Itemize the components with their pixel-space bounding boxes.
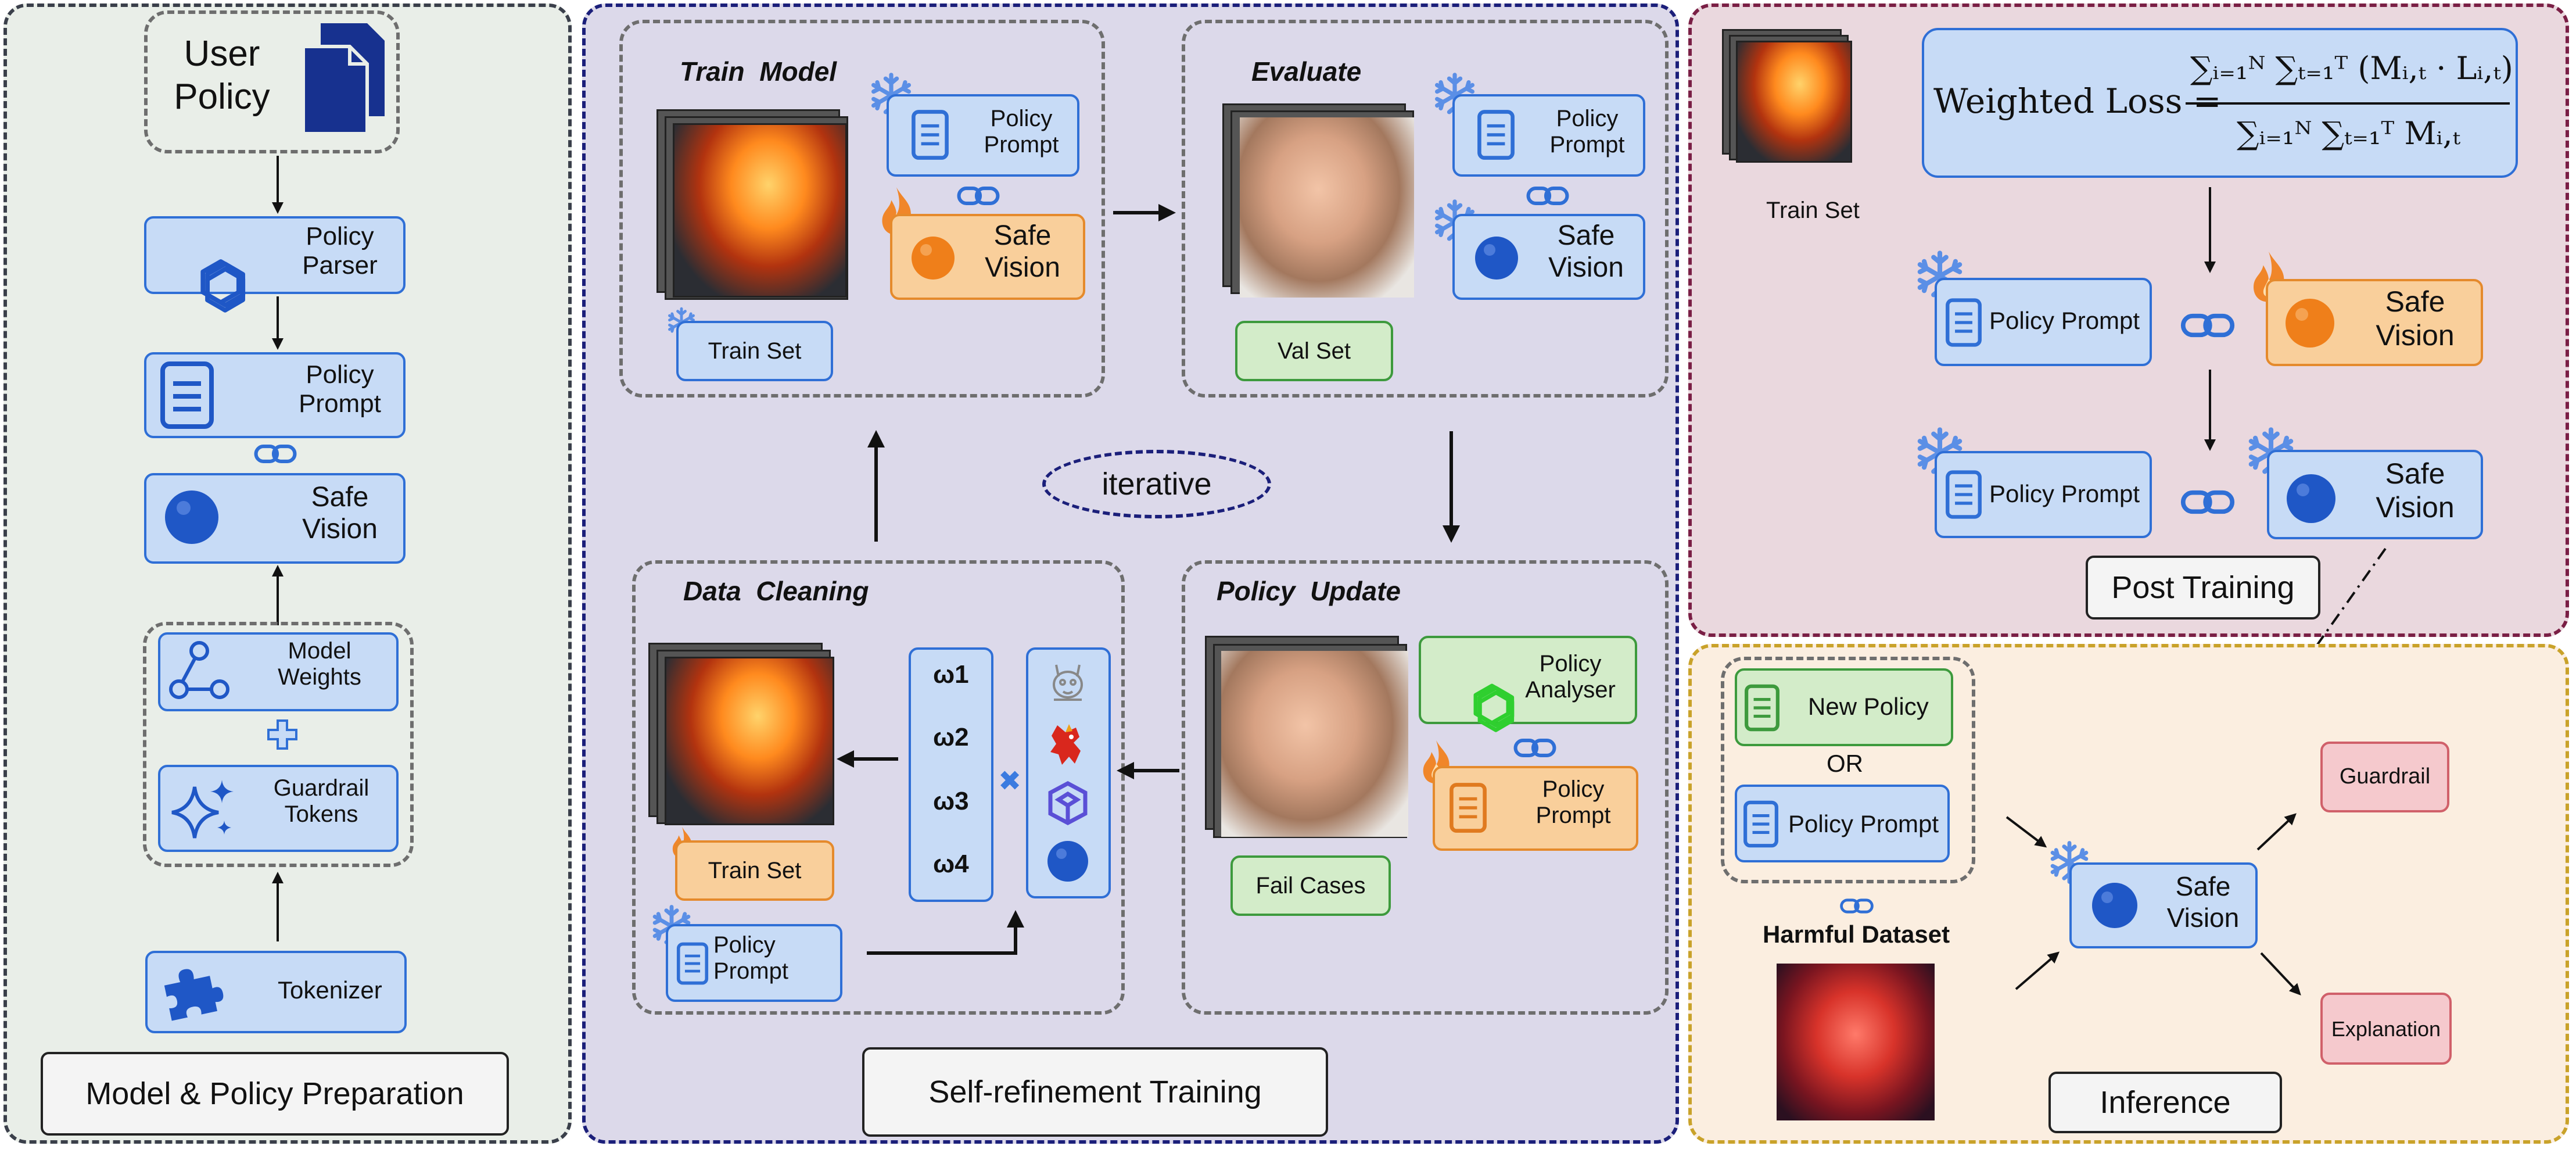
eval-policy-prompt-box <box>1452 94 1645 177</box>
user-policy-label: User Policy <box>174 34 270 117</box>
clean-fire-image <box>665 657 834 825</box>
train-model-title: Train Model <box>680 56 837 87</box>
policy-parser-label: Policy Parser <box>302 222 378 280</box>
post-policy-prompt-label-1: Policy Prompt <box>1989 307 2140 334</box>
post-training-label: Post Training <box>2086 556 2320 620</box>
policy-choice-container <box>1721 657 1975 883</box>
document-stack-icon <box>302 23 385 135</box>
train-fire-image <box>673 123 847 298</box>
prep-panel-label: Model & Policy Preparation <box>41 1052 509 1136</box>
evaluate-container <box>1182 20 1669 398</box>
weight-2: ω2 <box>933 723 969 751</box>
infer-policy-prompt-box <box>1735 785 1950 862</box>
iterative-label: iterative <box>1102 467 1212 502</box>
weight-1: ω1 <box>933 660 969 689</box>
train-policy-prompt-label: Policy Prompt <box>984 106 1059 157</box>
prep-policy-prompt-label: Policy Prompt <box>299 360 381 418</box>
guardrail-label: Guardrail <box>2339 764 2431 789</box>
policy-update-title: Policy Update <box>1217 576 1401 606</box>
val-set-box: Val Set <box>1235 321 1393 381</box>
post-train-set-label: Train Set <box>1766 198 1860 223</box>
sphere-icon <box>912 237 955 280</box>
infer-policy-prompt-label: Policy Prompt <box>1788 810 1939 837</box>
explanation-box: Explanation <box>2320 993 2452 1065</box>
evaluate-title: Evaluate <box>1251 56 1362 87</box>
train-model-container <box>619 20 1105 398</box>
model-weights-label: Model Weights <box>278 638 361 690</box>
plus-icon <box>267 719 297 750</box>
harmful-dataset-label: Harmful Dataset <box>1763 921 1950 948</box>
sparkles-icon <box>171 780 234 839</box>
train-set-box: Train Set <box>676 321 833 381</box>
sphere-icon <box>2286 299 2334 348</box>
inference-label: Inference <box>2048 1072 2282 1133</box>
iterative-ellipse: iterative <box>1042 450 1271 518</box>
user-policy-container <box>144 10 400 153</box>
model-weights-box <box>158 632 399 711</box>
multiply-icon: ✖ <box>998 766 1022 797</box>
post-fire-image <box>1736 41 1852 163</box>
hexagon-logo-icon <box>1048 781 1088 825</box>
guardrail-tokens-box <box>158 765 399 852</box>
eval-policy-prompt-label: Policy Prompt <box>1549 106 1625 157</box>
weights-column <box>909 647 993 902</box>
train-set-label: Train Set <box>708 338 802 364</box>
weighted-loss-lhs: Weighted Loss = <box>1933 81 2222 121</box>
guardrail-tokens-label: Guardrail Tokens <box>273 775 369 827</box>
post-policy-prompt-label-2: Policy Prompt <box>1989 480 2140 507</box>
eval-blurred-image <box>1240 117 1414 298</box>
prep-safe-vision-label: Safe Vision <box>302 482 378 545</box>
fraction-bar <box>2186 102 2510 105</box>
sphere-icon <box>1047 841 1088 882</box>
puzzle-icon <box>164 969 224 1021</box>
train-policy-prompt-box <box>887 94 1079 177</box>
val-set-label: Val Set <box>1278 338 1351 364</box>
weighted-loss-denominator: ∑ᵢ₌₁ᴺ ∑ₜ₌₁ᵀ Mᵢ,ₜ <box>2237 115 2460 152</box>
policy-analyser-label: Policy Analyser <box>1525 651 1616 703</box>
sphere-icon <box>2287 474 2335 523</box>
clean-train-set-label: Train Set <box>708 858 802 883</box>
train-safe-vision-label: Safe Vision <box>985 220 1060 283</box>
llama-icon <box>1053 664 1083 701</box>
policy-update-container <box>1182 560 1669 1015</box>
tokenizer-label: Tokenizer <box>278 976 382 1004</box>
weight-4: ω4 <box>933 850 969 878</box>
harmful-dataset-image <box>1777 964 1935 1120</box>
fail-cases-label: Fail Cases <box>1255 873 1366 898</box>
weighted-loss-numerator: ∑ᵢ₌₁ᴺ ∑ₜ₌₁ᵀ (Mᵢ,ₜ · Lᵢ,ₜ) <box>2190 50 2513 87</box>
weight-3: ω3 <box>933 787 969 815</box>
clean-policy-prompt-box <box>666 924 842 1002</box>
explanation-label: Explanation <box>2331 1016 2441 1041</box>
graph-nodes-icon <box>169 641 229 699</box>
post-safe-vision-label-1: Safe Vision <box>2376 285 2455 352</box>
new-policy-label: New Policy <box>1808 693 1929 720</box>
model-tokens-container <box>143 622 414 867</box>
guardrail-box: Guardrail <box>2320 742 2449 812</box>
sphere-icon <box>2092 883 2137 928</box>
data-cleaning-title: Data Cleaning <box>683 576 869 606</box>
fail-cases-box: Fail Cases <box>1230 855 1391 916</box>
clean-train-set-box: Train Set <box>675 840 834 901</box>
update-policy-prompt-label: Policy Prompt <box>1535 776 1611 828</box>
post-safe-vision-label-2: Safe Vision <box>2376 457 2455 524</box>
data-cleaning-container <box>632 560 1125 1015</box>
self-refinement-label: Self-refinement Training <box>862 1047 1328 1137</box>
prep-arrows <box>272 156 284 941</box>
clean-policy-prompt-label: Policy Prompt <box>713 932 788 984</box>
update-blurred-image <box>1221 651 1408 837</box>
policy-parser-box <box>144 216 406 294</box>
new-policy-box <box>1735 668 1953 746</box>
document-icon <box>160 361 214 429</box>
eval-safe-vision-label: Safe Vision <box>1548 220 1624 283</box>
sphere-icon <box>165 490 218 544</box>
dragon-icon <box>1050 724 1081 765</box>
infer-safe-vision-label: Safe Vision <box>2166 871 2240 933</box>
sphere-icon <box>1475 237 1518 280</box>
or-label: OR <box>1827 750 1863 777</box>
policy-analyser-box <box>1419 636 1637 724</box>
